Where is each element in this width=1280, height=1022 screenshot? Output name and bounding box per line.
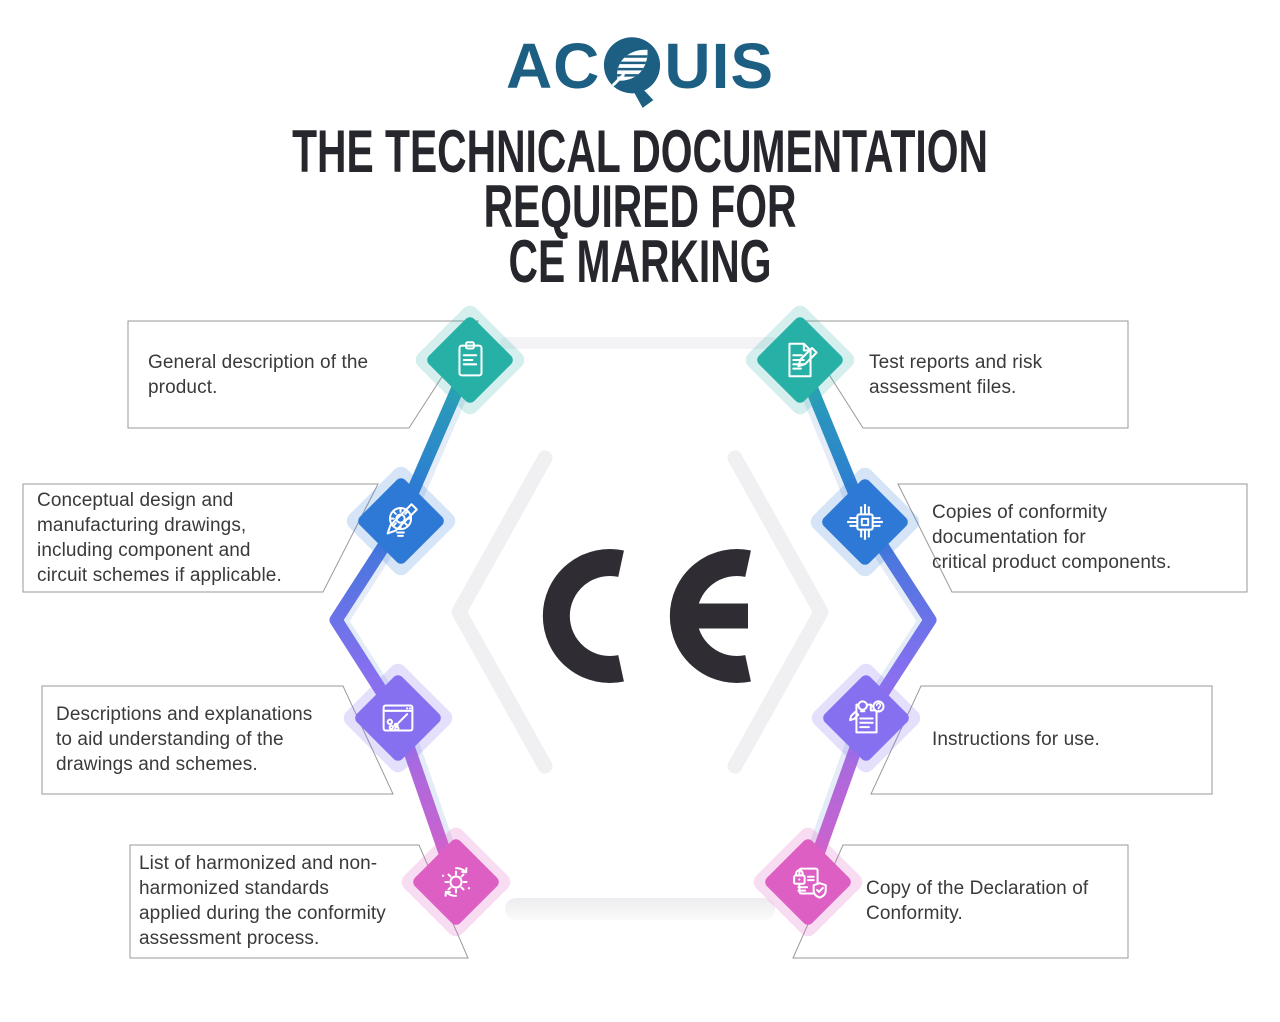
- declaration-icon: [793, 867, 827, 899]
- item-box: [127, 320, 479, 429]
- item-text-general-description: General description of the product.: [148, 352, 369, 398]
- item-text-conformity-docs: Copies of conformity documentation for c…: [932, 502, 1172, 573]
- page-title: THE TECHNICAL DOCUMENTATION REQUIRED FOR…: [292, 118, 988, 295]
- instructions-icon: [848, 700, 885, 734]
- gear-sync-icon: [441, 867, 471, 897]
- acquis-logo: AC UIS: [0, 30, 1280, 108]
- clipboard-icon: [458, 341, 483, 377]
- artboard-brush-icon: [382, 704, 414, 732]
- item-box: [870, 685, 1213, 795]
- item-text-conceptual-design: Conceptual design and manufacturing draw…: [37, 490, 282, 586]
- logo-q-leaf-icon: [604, 37, 661, 108]
- item-text-standards: List of harmonized and non- harmonized s…: [139, 853, 386, 949]
- connector-left: [329, 353, 477, 889]
- ce-mark: [542, 549, 751, 683]
- connector-right: [793, 353, 937, 889]
- report-pencil-icon: [788, 342, 818, 378]
- item-box: [129, 844, 469, 959]
- item-box: [897, 483, 1248, 593]
- item-text-descriptions: Descriptions and explanations to aid und…: [56, 704, 313, 775]
- item-box: [41, 685, 394, 795]
- logo-text-right: UIS: [664, 30, 775, 102]
- item-boxes: [22, 320, 1248, 959]
- microchip-icon: [846, 503, 884, 541]
- item-text-declaration: Copy of the Declaration of Conformity.: [866, 878, 1089, 924]
- item-text-test-reports: Test reports and risk assessment files.: [869, 352, 1043, 398]
- item-box: [22, 483, 379, 593]
- logo-text-left: AC: [505, 30, 601, 102]
- q-tail: [633, 85, 654, 108]
- connector-path: [329, 353, 937, 889]
- hexagon-outline: [451, 337, 829, 920]
- design-idea-icon: [386, 503, 418, 537]
- item-box: [794, 320, 1129, 429]
- item-text-instructions: Instructions for use.: [932, 729, 1100, 750]
